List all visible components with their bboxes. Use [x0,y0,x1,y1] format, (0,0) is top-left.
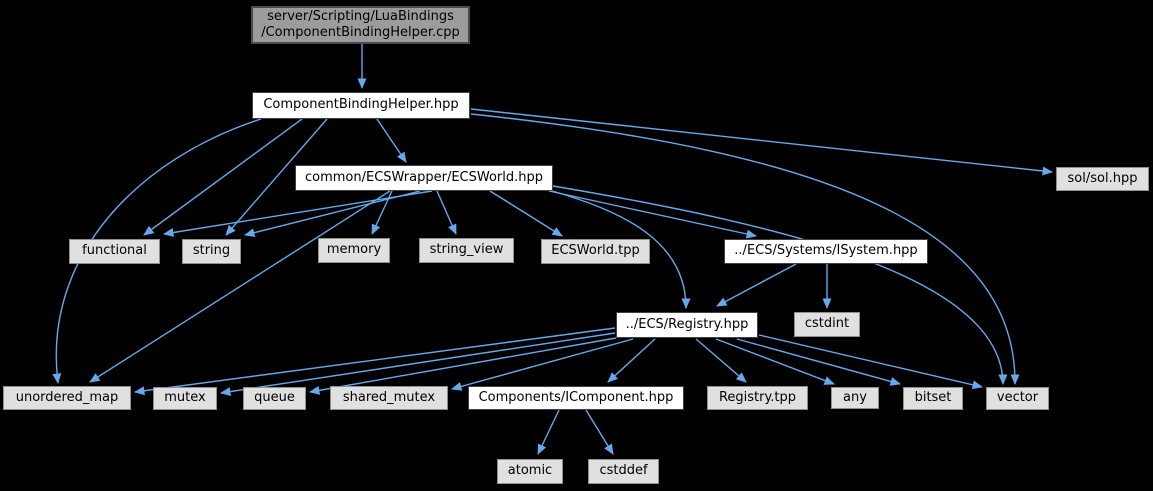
node-sol-hpp: sol/sol.hpp [1056,167,1149,191]
node-bitset: bitset [903,387,963,410]
edge-registry-hpp-to-any [715,338,835,385]
edge-registry-hpp-to-vector [758,334,983,390]
edge-registry-hpp-to-unordered-map [134,327,616,396]
edge-registry-hpp-to-registry-tpp [695,338,747,383]
edge-ecsworld-hpp-to-vector [552,185,1008,385]
edge-registry-hpp-to-queue [309,337,617,395]
edge-icomponent-hpp-to-cstddef [585,409,614,455]
node-string: string [182,239,241,264]
edge-registry-hpp-to-shared-mutex [451,338,634,391]
node-componentbindinghelper-hpp[interactable]: ComponentBindingHelper.hpp [252,92,470,119]
edge-ecsworld-hpp-to-isystem-hpp [548,190,757,239]
node-ecsworld-hpp[interactable]: common/ECSWrapper/ECSWorld.hpp [295,165,553,191]
node-cstdint: cstdint [794,312,860,337]
node-functional: functional [69,239,160,264]
edge-ecsworld-hpp-to-ecsworld-tpp [489,190,563,237]
edge-cbh-hpp-to-unordered-map [52,118,262,384]
node-ecsworld-tpp: ECSWorld.tpp [541,239,650,264]
edge-cbh-hpp-to-vector [470,113,1020,385]
edge-icomponent-hpp-to-atomic [537,409,560,455]
edge-ecsworld-hpp-to-string [244,190,421,238]
edge-registry-hpp-to-bitset [736,338,901,386]
node-registry-tpp: Registry.tpp [707,386,808,410]
node-string-view: string_view [419,238,514,263]
node-cstddef: cstddef [588,459,659,484]
node-mutex: mutex [153,387,217,410]
edge-ecsworld-hpp-to-unordered-map [89,190,391,383]
edge-ecsworld-hpp-to-functional [163,190,433,237]
edge-registry-hpp-to-icomponent-hpp [607,338,656,383]
edge-isystem-hpp-to-registry-hpp [716,263,797,307]
node-queue: queue [243,387,306,410]
node-memory: memory [318,238,390,263]
node-icomponent-hpp[interactable]: Components/IComponent.hpp [468,386,684,410]
node-any: any [831,387,879,409]
edge-cbh-hpp-to-string [225,118,328,236]
edge-ecsworld-hpp-to-string-view [436,190,457,235]
edge-cbh-hpp-to-sol [470,108,1053,176]
node-isystem-hpp[interactable]: ../ECS/Systems/ISystem.hpp [724,239,928,264]
node-source-cpp: server/Scripting/LuaBindings /ComponentB… [251,6,470,44]
node-vector: vector [986,387,1049,410]
node-unordered-map: unordered_map [3,386,131,410]
edge-cbh-hpp-to-functional [143,118,303,236]
edge-ecsworld-hpp-to-memory [371,190,393,235]
node-atomic: atomic [497,459,563,484]
edge-cbh-hpp-to-ecsworld-hpp [376,118,407,163]
edge-registry-hpp-to-mutex [220,332,616,397]
edge-ecsworld-hpp-to-registry-hpp [551,190,691,309]
node-shared-mutex: shared_mutex [330,386,448,410]
node-registry-hpp[interactable]: ../ECS/Registry.hpp [616,312,758,338]
